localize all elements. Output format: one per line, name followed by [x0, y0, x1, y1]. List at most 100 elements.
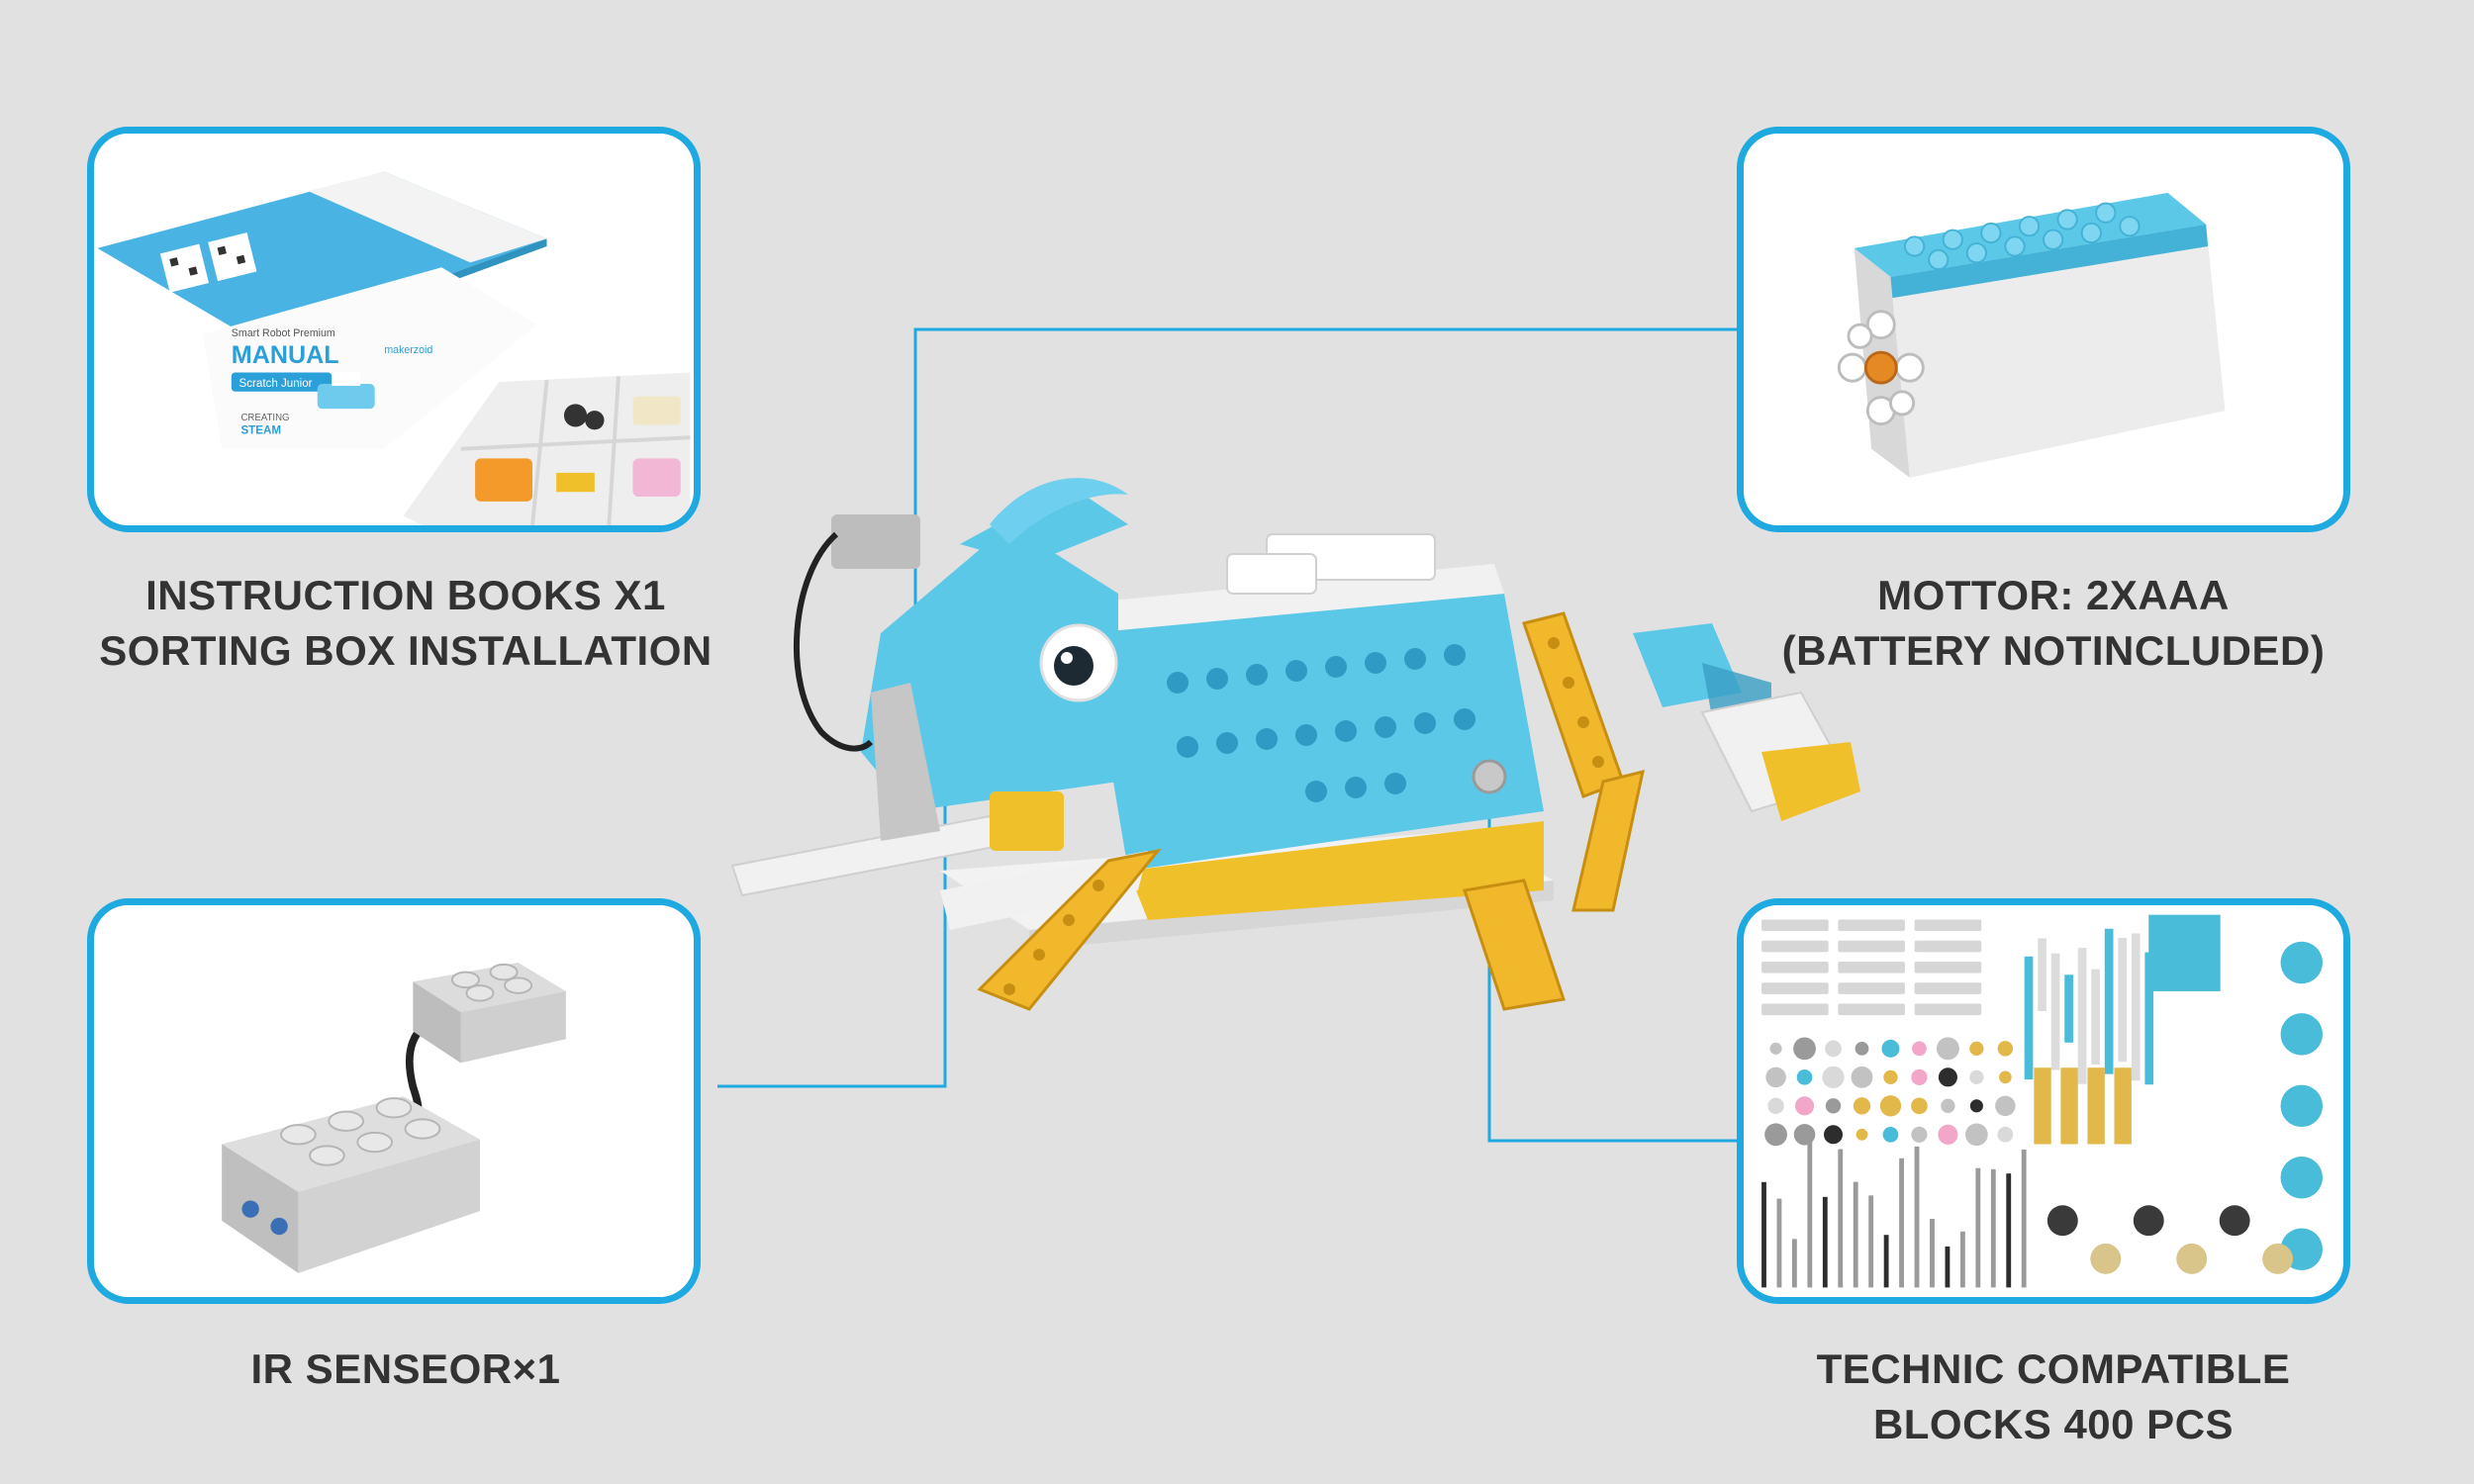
caption-line: BLOCKS 400 PCS: [1872, 1401, 2235, 1447]
manual-badge: Scratch Junior: [239, 378, 313, 390]
block-piece: [1767, 1097, 1784, 1115]
block-piece: [1761, 1181, 1766, 1288]
block-piece: [1882, 1126, 1899, 1143]
block-piece: [2077, 948, 2087, 1084]
block-piece: [1764, 1123, 1787, 1147]
block-piece: [1914, 940, 1982, 953]
block-piece: [1851, 1066, 1873, 1088]
block-piece: [1761, 940, 1829, 953]
block-piece: [2118, 937, 2128, 1063]
block-piece: [2280, 1157, 2324, 1199]
ir-sensor-image: [97, 905, 691, 1297]
block-piece: [2024, 956, 2034, 1080]
block-piece: [1853, 1097, 1871, 1115]
block-piece: [1899, 1158, 1904, 1288]
block-piece: [1807, 1135, 1813, 1288]
block-piece: [2090, 1243, 2122, 1274]
block-piece: [1969, 1041, 1984, 1057]
block-piece: [1969, 1069, 1984, 1084]
block-piece: [1938, 1067, 1957, 1087]
block-piece: [1868, 1195, 1874, 1288]
manual-and-sorting-box-image: Smart Robot Premium MANUAL Scratch Junio…: [97, 134, 691, 525]
block-piece: [1761, 919, 1829, 932]
block-piece: [1975, 1167, 1981, 1288]
block-piece: [1965, 1123, 1988, 1147]
block-piece: [1791, 1239, 1797, 1288]
blocks-assortment-image: [1747, 905, 2340, 1297]
block-piece: [1825, 1098, 1842, 1114]
caption-line: SORTING BOX INSTALLATION: [99, 627, 713, 674]
block-piece: [1822, 1196, 1828, 1288]
manual-title: MANUAL: [232, 341, 339, 369]
block-piece: [2144, 952, 2154, 1085]
manual-subtitle: Smart Robot Premium: [232, 327, 335, 339]
block-piece: [1761, 982, 1829, 994]
block-piece: [2131, 933, 2141, 1081]
block-piece: [1959, 1231, 1965, 1288]
block-piece: [1794, 1096, 1815, 1116]
block-piece: [1838, 1003, 1905, 1016]
block-piece: [1838, 961, 1905, 974]
block-piece: [1883, 1235, 1889, 1288]
manual-brand: makerzoid: [384, 344, 432, 356]
block-piece: [1856, 1128, 1868, 1141]
block-piece: [2064, 974, 2073, 1043]
block-piece: [1914, 1146, 1920, 1288]
block-piece: [1914, 1003, 1982, 1016]
caption-line: (BATTERY NOTINCLUDED): [1781, 627, 2326, 674]
block-piece: [1941, 1098, 1955, 1113]
block-piece: [2280, 1084, 2324, 1128]
block-piece: [1969, 1099, 1983, 1113]
block-piece: [1999, 1070, 2012, 1084]
block-piece: [1930, 1219, 1935, 1288]
block-piece: [1853, 1181, 1858, 1288]
instruction-books-caption: INSTRUCTION BOOKS X1 SORTING BOX INSTALL…: [0, 568, 811, 679]
block-piece: [2280, 1013, 2324, 1056]
block-piece: [1765, 1067, 1786, 1088]
block-piece: [1912, 1041, 1927, 1057]
block-piece: [1914, 961, 1982, 974]
block-piece: [1883, 1069, 1898, 1085]
block-piece: [1881, 1039, 1900, 1058]
block-piece: [2148, 914, 2221, 991]
block-piece: [1911, 1126, 1928, 1143]
block-piece: [1761, 961, 1829, 974]
motor-caption: MOTTOR: 2XAAA (BATTERY NOTINCLUDED): [1648, 568, 2459, 679]
block-piece: [1990, 1168, 1996, 1288]
blocks-caption: TECHNIC COMPATIBLE BLOCKS 400 PCS: [1648, 1342, 2459, 1452]
caption-line: INSTRUCTION BOOKS X1: [145, 572, 666, 618]
block-piece: [2034, 1067, 2051, 1145]
block-piece: [1995, 1095, 2016, 1117]
block-piece: [1914, 919, 1982, 932]
manual-slogan-2: STEAM: [240, 424, 281, 436]
block-piece: [1997, 1126, 2014, 1143]
block-piece: [1936, 1037, 1959, 1061]
block-piece: [1825, 1040, 1842, 1058]
block-piece: [2104, 928, 2114, 1074]
block-piece: [2219, 1205, 2250, 1237]
block-piece: [2087, 1067, 2105, 1145]
block-piece: [2060, 1067, 2078, 1145]
motor-panel: [1737, 127, 2350, 532]
block-piece: [1855, 1041, 1869, 1056]
ir-sensor-caption: IR SENSEOR×1: [0, 1342, 811, 1397]
instruction-books-panel: Smart Robot Premium MANUAL Scratch Junio…: [87, 127, 701, 532]
block-piece: [2280, 941, 2324, 984]
block-piece: [2176, 1243, 2208, 1274]
block-piece: [2114, 1067, 2132, 1145]
block-piece: [1822, 1066, 1845, 1089]
ir-sensor-panel: [87, 898, 701, 1304]
manual-slogan-1: CREATING: [240, 413, 289, 423]
block-piece: [1776, 1198, 1782, 1288]
caption-line: IR SENSEOR×1: [250, 1345, 561, 1392]
block-piece: [2021, 1149, 2027, 1288]
block-piece: [1793, 1037, 1816, 1061]
caption-line: MOTTOR: 2XAAA: [1877, 572, 2230, 618]
block-piece: [1796, 1069, 1813, 1085]
block-piece: [2091, 969, 2100, 1066]
block-piece: [2038, 938, 2046, 1012]
block-piece: [1945, 1246, 1951, 1288]
caption-line: TECHNIC COMPATIBLE: [1816, 1345, 2291, 1392]
block-piece: [1838, 919, 1905, 932]
block-piece: [1838, 982, 1905, 994]
